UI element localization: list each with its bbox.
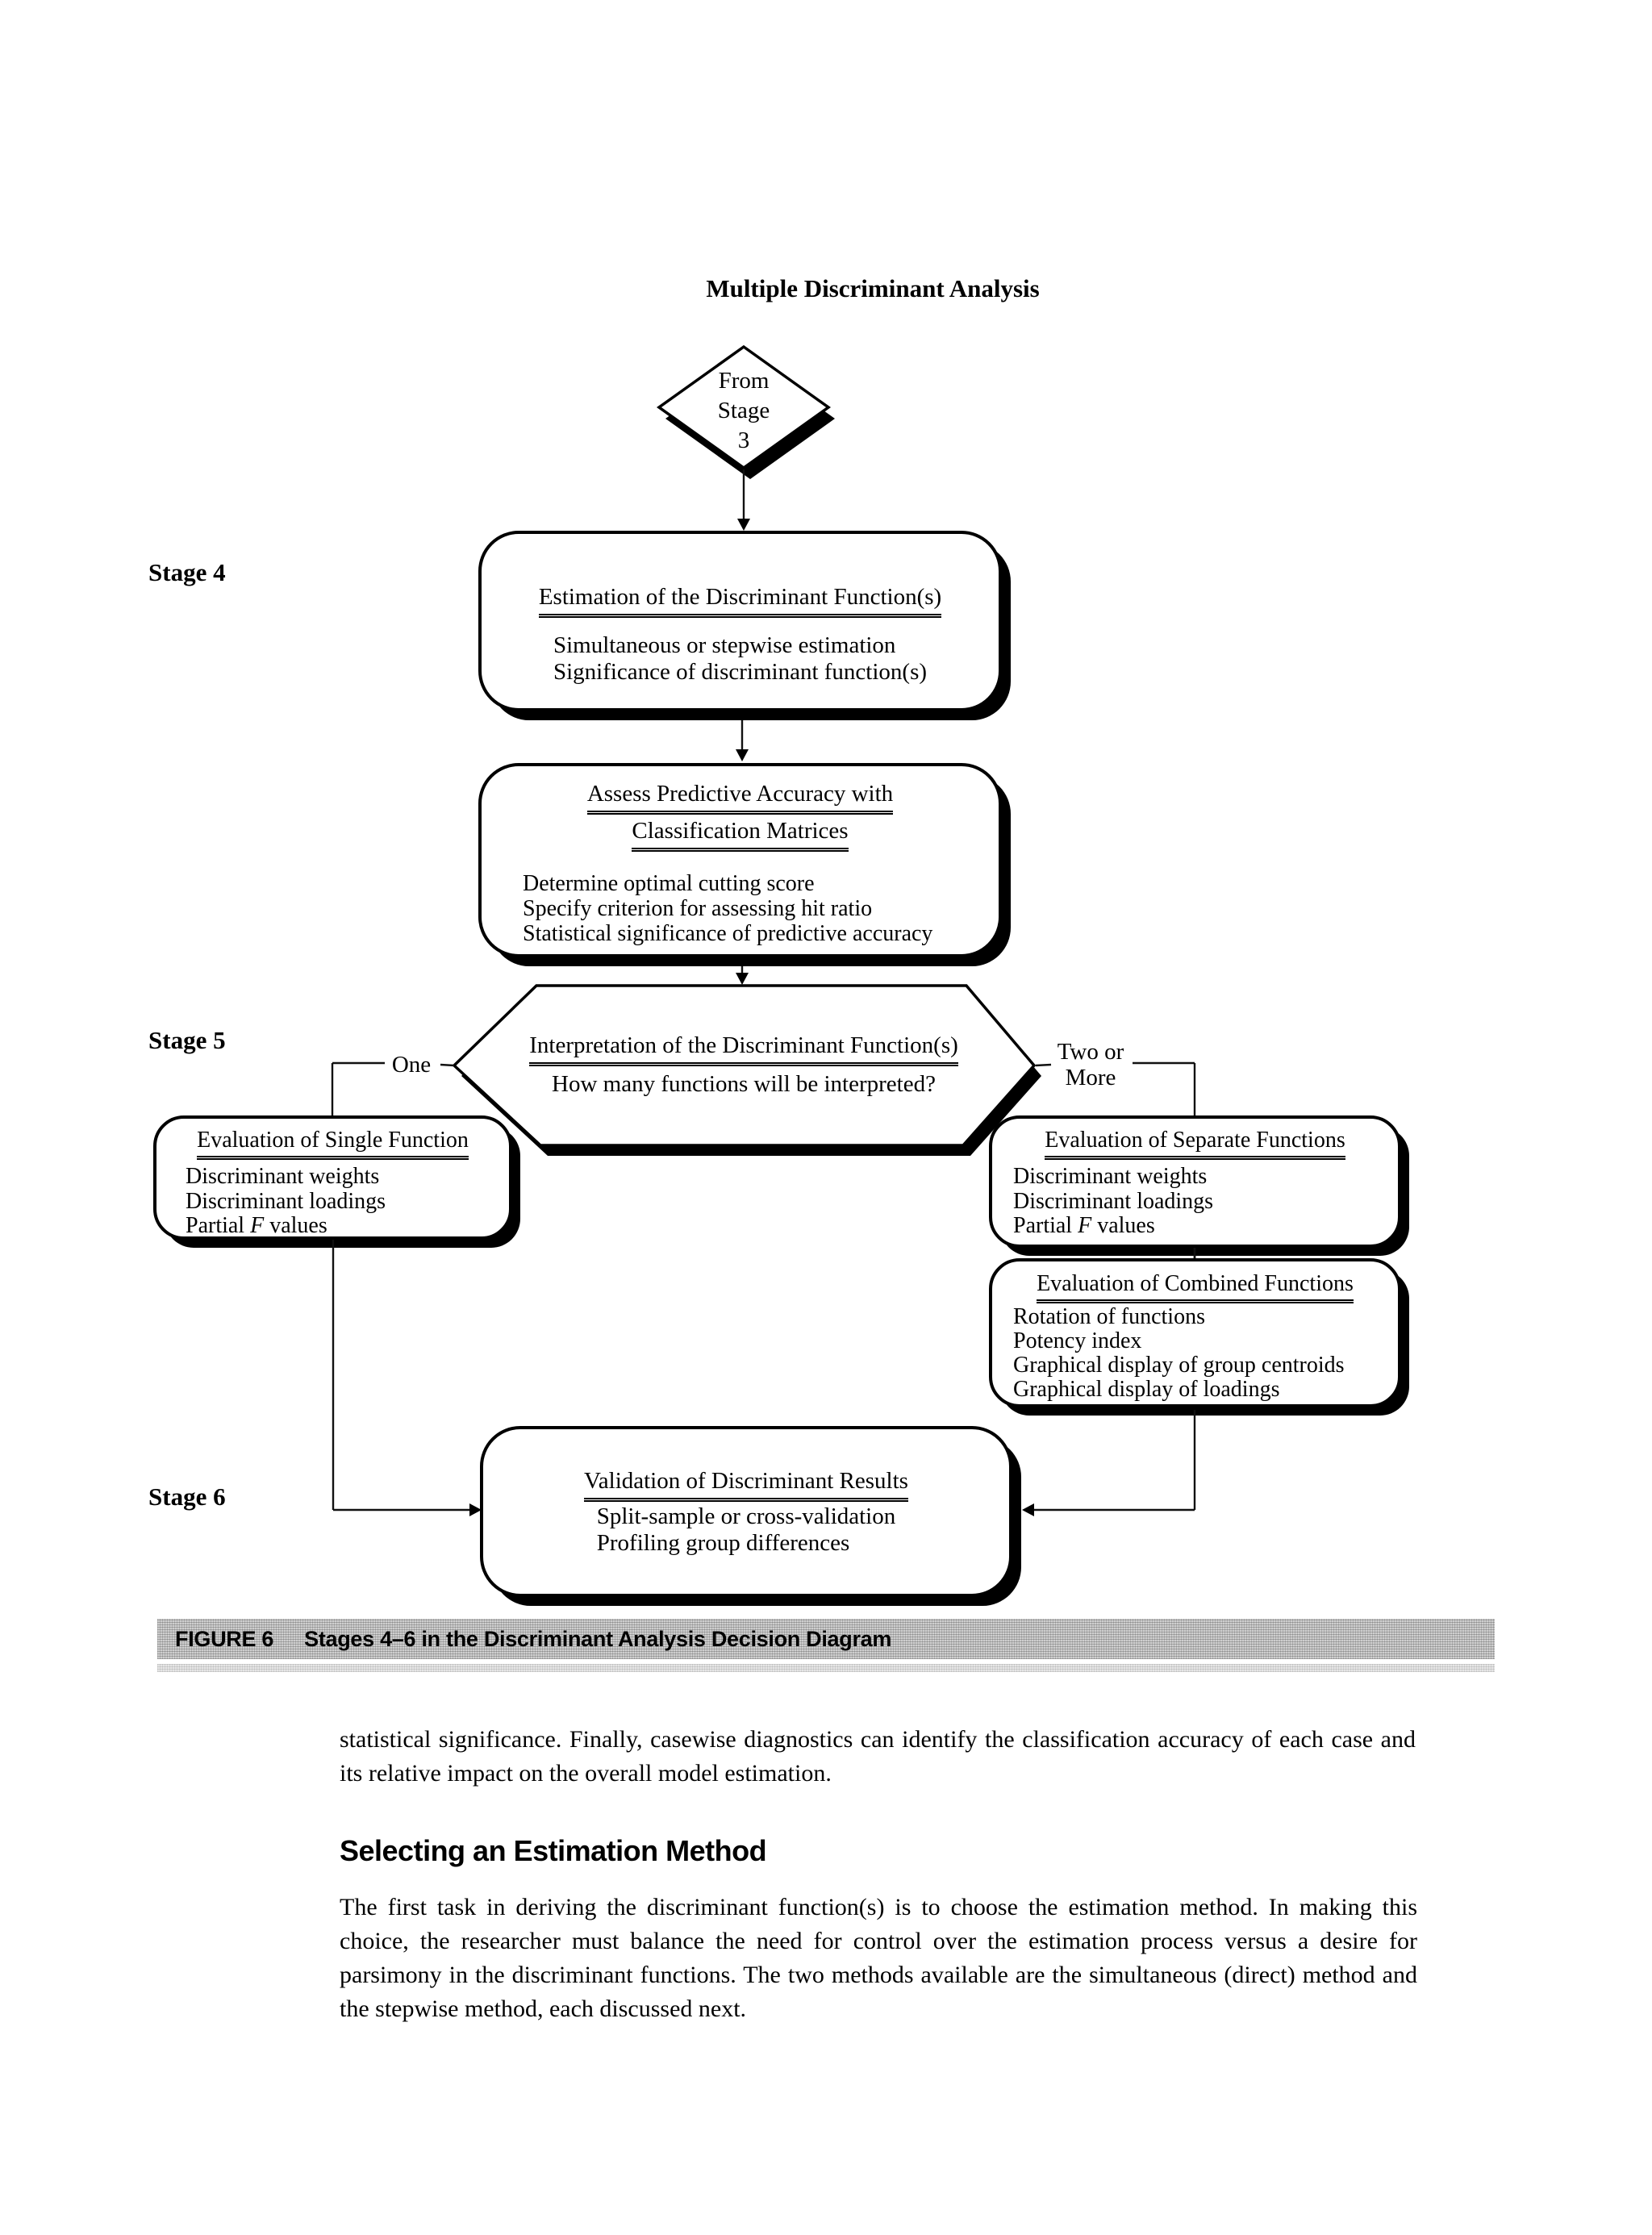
separate-item: Discriminant loadings — [1013, 1188, 1214, 1214]
branch-label-one: One — [391, 1052, 432, 1078]
branch-label-two-line2: More — [1065, 1065, 1116, 1090]
stage4-label: Stage 4 — [148, 558, 226, 586]
arrowhead-down — [736, 749, 749, 761]
assess-item: Determine optimal cutting score — [523, 871, 815, 896]
stage6-label: Stage 6 — [148, 1482, 226, 1511]
assess-box-items: Determine optimal cutting score Specify … — [523, 871, 932, 946]
separate-box-title: Evaluation of Separate Functions — [991, 1128, 1400, 1160]
start-diamond-label: From Stage 3 — [663, 366, 824, 456]
start-diamond-line3: 3 — [737, 427, 750, 453]
diagram-title: Multiple Discriminant Analysis — [706, 274, 1040, 302]
estimation-box-shape — [478, 531, 1002, 711]
assess-item: Statistical significance of predictive a… — [523, 921, 933, 946]
partial-f-pre: Partial — [1013, 1213, 1078, 1238]
start-diamond-line1: From — [718, 368, 770, 394]
partial-f-italic: F — [1078, 1213, 1092, 1238]
validation-box-shape — [480, 1426, 1012, 1597]
partial-f-post: values — [264, 1213, 327, 1238]
validation-item: Profiling group differences — [596, 1530, 850, 1556]
combined-box-title: Evaluation of Combined Functions — [991, 1271, 1400, 1303]
single-box-title-text: Evaluation of Single Function — [197, 1128, 469, 1160]
validation-item: Split-sample or cross-validation — [596, 1503, 896, 1529]
partial-f-italic: F — [250, 1213, 265, 1238]
combined-box-shape — [989, 1258, 1401, 1407]
start-diamond-shape — [656, 344, 832, 470]
separate-box-shape — [989, 1115, 1401, 1248]
stage5-label: Stage 5 — [148, 1026, 226, 1054]
assess-box-title-text2: Classification Matrices — [632, 818, 849, 852]
body-paragraph-1: statistical significance. Finally, casew… — [340, 1726, 1416, 1787]
assess-box-title-text1: Assess Predictive Accuracy with — [586, 781, 894, 815]
combined-item: Rotation of functions — [1013, 1304, 1205, 1329]
estimation-box-items: Simultaneous or stepwise estimation Sign… — [480, 632, 1000, 686]
validation-box-title-text: Validation of Discriminant Results — [584, 1468, 908, 1502]
body-paragraph-2: The first task in deriving the discrimin… — [340, 1894, 1417, 2022]
assess-box-title-line2: Classification Matrices — [480, 818, 1000, 852]
arrowhead-down — [736, 973, 749, 985]
validation-box-title: Validation of Discriminant Results — [482, 1468, 1011, 1502]
arrowhead-down — [737, 519, 750, 531]
start-diamond-line2: Stage — [717, 398, 770, 423]
estimation-item: Simultaneous or stepwise estimation — [553, 632, 896, 658]
assess-item: Specify criterion for assessing hit rati… — [523, 896, 873, 921]
single-box-shape — [153, 1115, 512, 1240]
partial-f-post: values — [1091, 1213, 1155, 1238]
estimation-item: Significance of discriminant function(s) — [553, 659, 928, 685]
separate-box-title-text: Evaluation of Separate Functions — [1045, 1128, 1345, 1160]
single-item: Discriminant weights — [186, 1164, 380, 1189]
single-item: Discriminant loadings — [186, 1188, 386, 1214]
figure-caption-text: Stages 4–6 in the Discriminant Analysis … — [304, 1626, 892, 1651]
validation-box-items: Split-sample or cross-validation Profili… — [482, 1503, 1011, 1557]
section-heading: Selecting an Estimation Method — [340, 1834, 767, 1867]
combined-item: Potency index — [1013, 1328, 1142, 1353]
combined-item: Graphical display of group centroids — [1013, 1353, 1345, 1378]
figure-caption-underbar — [157, 1664, 1495, 1672]
combined-box-items: Rotation of functions Potency index Grap… — [1013, 1305, 1345, 1402]
interpretation-hex-title: Interpretation of the Discriminant Funct… — [478, 1032, 1010, 1066]
single-box-items: Discriminant weights Discriminant loadin… — [186, 1164, 386, 1239]
separate-item-partial-f: Partial F values — [1013, 1213, 1213, 1239]
combined-item: Graphical display of loadings — [1013, 1377, 1280, 1402]
combined-box-title-text: Evaluation of Combined Functions — [1037, 1271, 1354, 1303]
separate-box-items: Discriminant weights Discriminant loadin… — [1013, 1164, 1214, 1239]
branch-label-two-line1: Two or — [1057, 1039, 1124, 1065]
arrowhead-right — [469, 1503, 482, 1516]
estimation-box-title-text: Estimation of the Discriminant Function(… — [538, 584, 942, 618]
single-box-title: Evaluation of Single Function — [155, 1128, 511, 1160]
interpretation-hex-question: How many functions will be interpreted? — [552, 1071, 936, 1097]
arrowhead-left — [1022, 1503, 1034, 1516]
estimation-box-title: Estimation of the Discriminant Function(… — [480, 584, 1000, 618]
figure-caption-label: FIGURE 6 — [175, 1626, 274, 1651]
figure-caption-bar: FIGURE 6 Stages 4–6 in the Discriminant … — [157, 1619, 1495, 1659]
single-item-partial-f: Partial F values — [186, 1213, 386, 1239]
branch-label-two-or-more: Two or More — [1045, 1039, 1136, 1090]
assess-box-title-line1: Assess Predictive Accuracy with — [480, 781, 1000, 815]
interpretation-hex-title-text: Interpretation of the Discriminant Funct… — [529, 1032, 958, 1066]
partial-f-pre: Partial — [186, 1213, 251, 1238]
separate-item: Discriminant weights — [1013, 1164, 1208, 1189]
